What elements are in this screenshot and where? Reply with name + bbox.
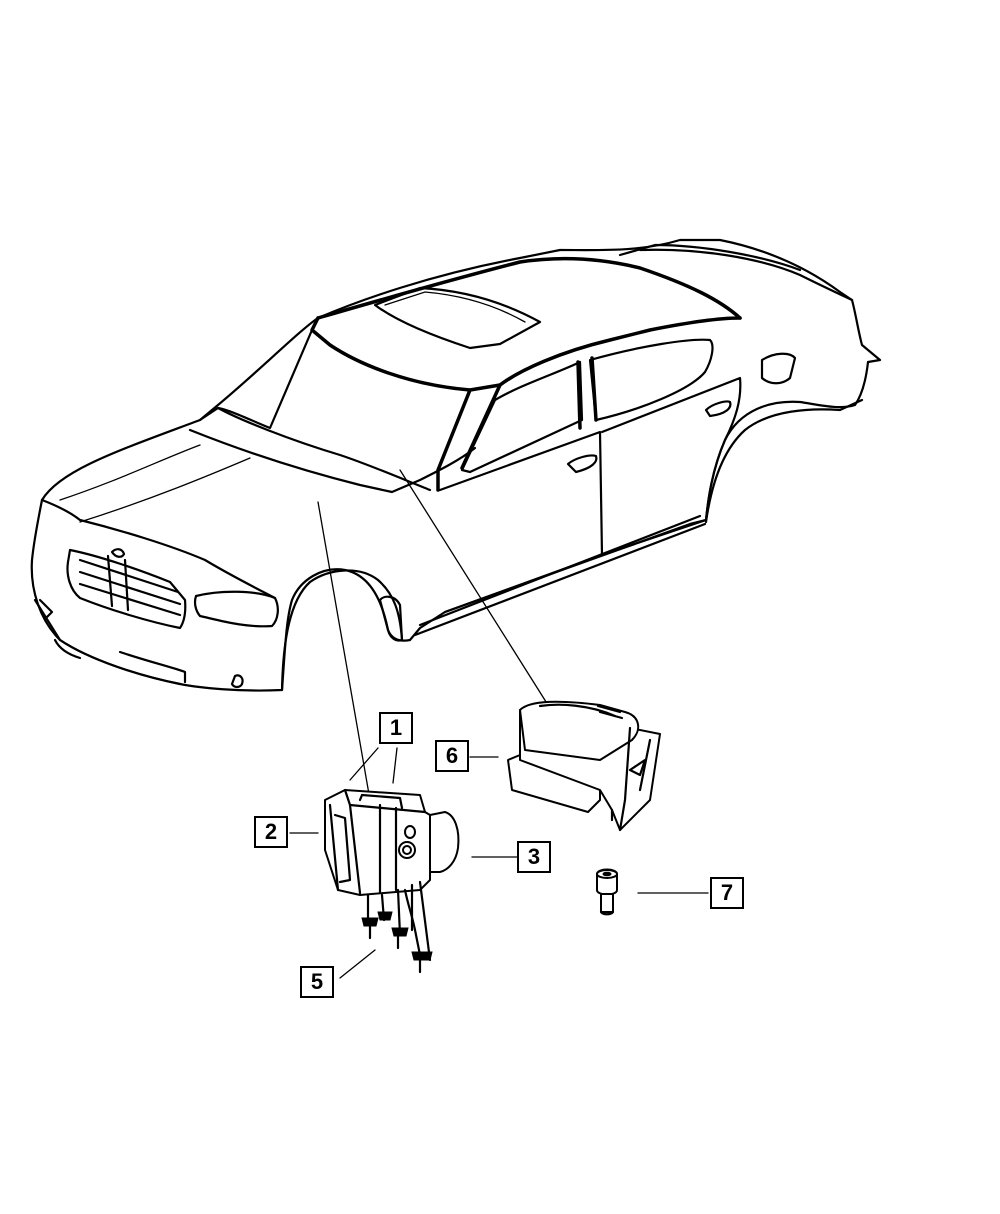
callout-1: 1 (379, 712, 413, 744)
callout-3: 3 (517, 841, 551, 873)
callout-7: 7 (710, 877, 744, 909)
abs-module-icon (324, 788, 460, 974)
leader-lines (289, 469, 709, 979)
callout-2: 2 (254, 816, 288, 848)
bolt-icon (596, 868, 618, 916)
vehicle-body-illustration (30, 238, 882, 692)
callout-5: 5 (300, 966, 334, 998)
callout-6: 6 (435, 740, 469, 772)
bracket-icon (507, 700, 661, 832)
